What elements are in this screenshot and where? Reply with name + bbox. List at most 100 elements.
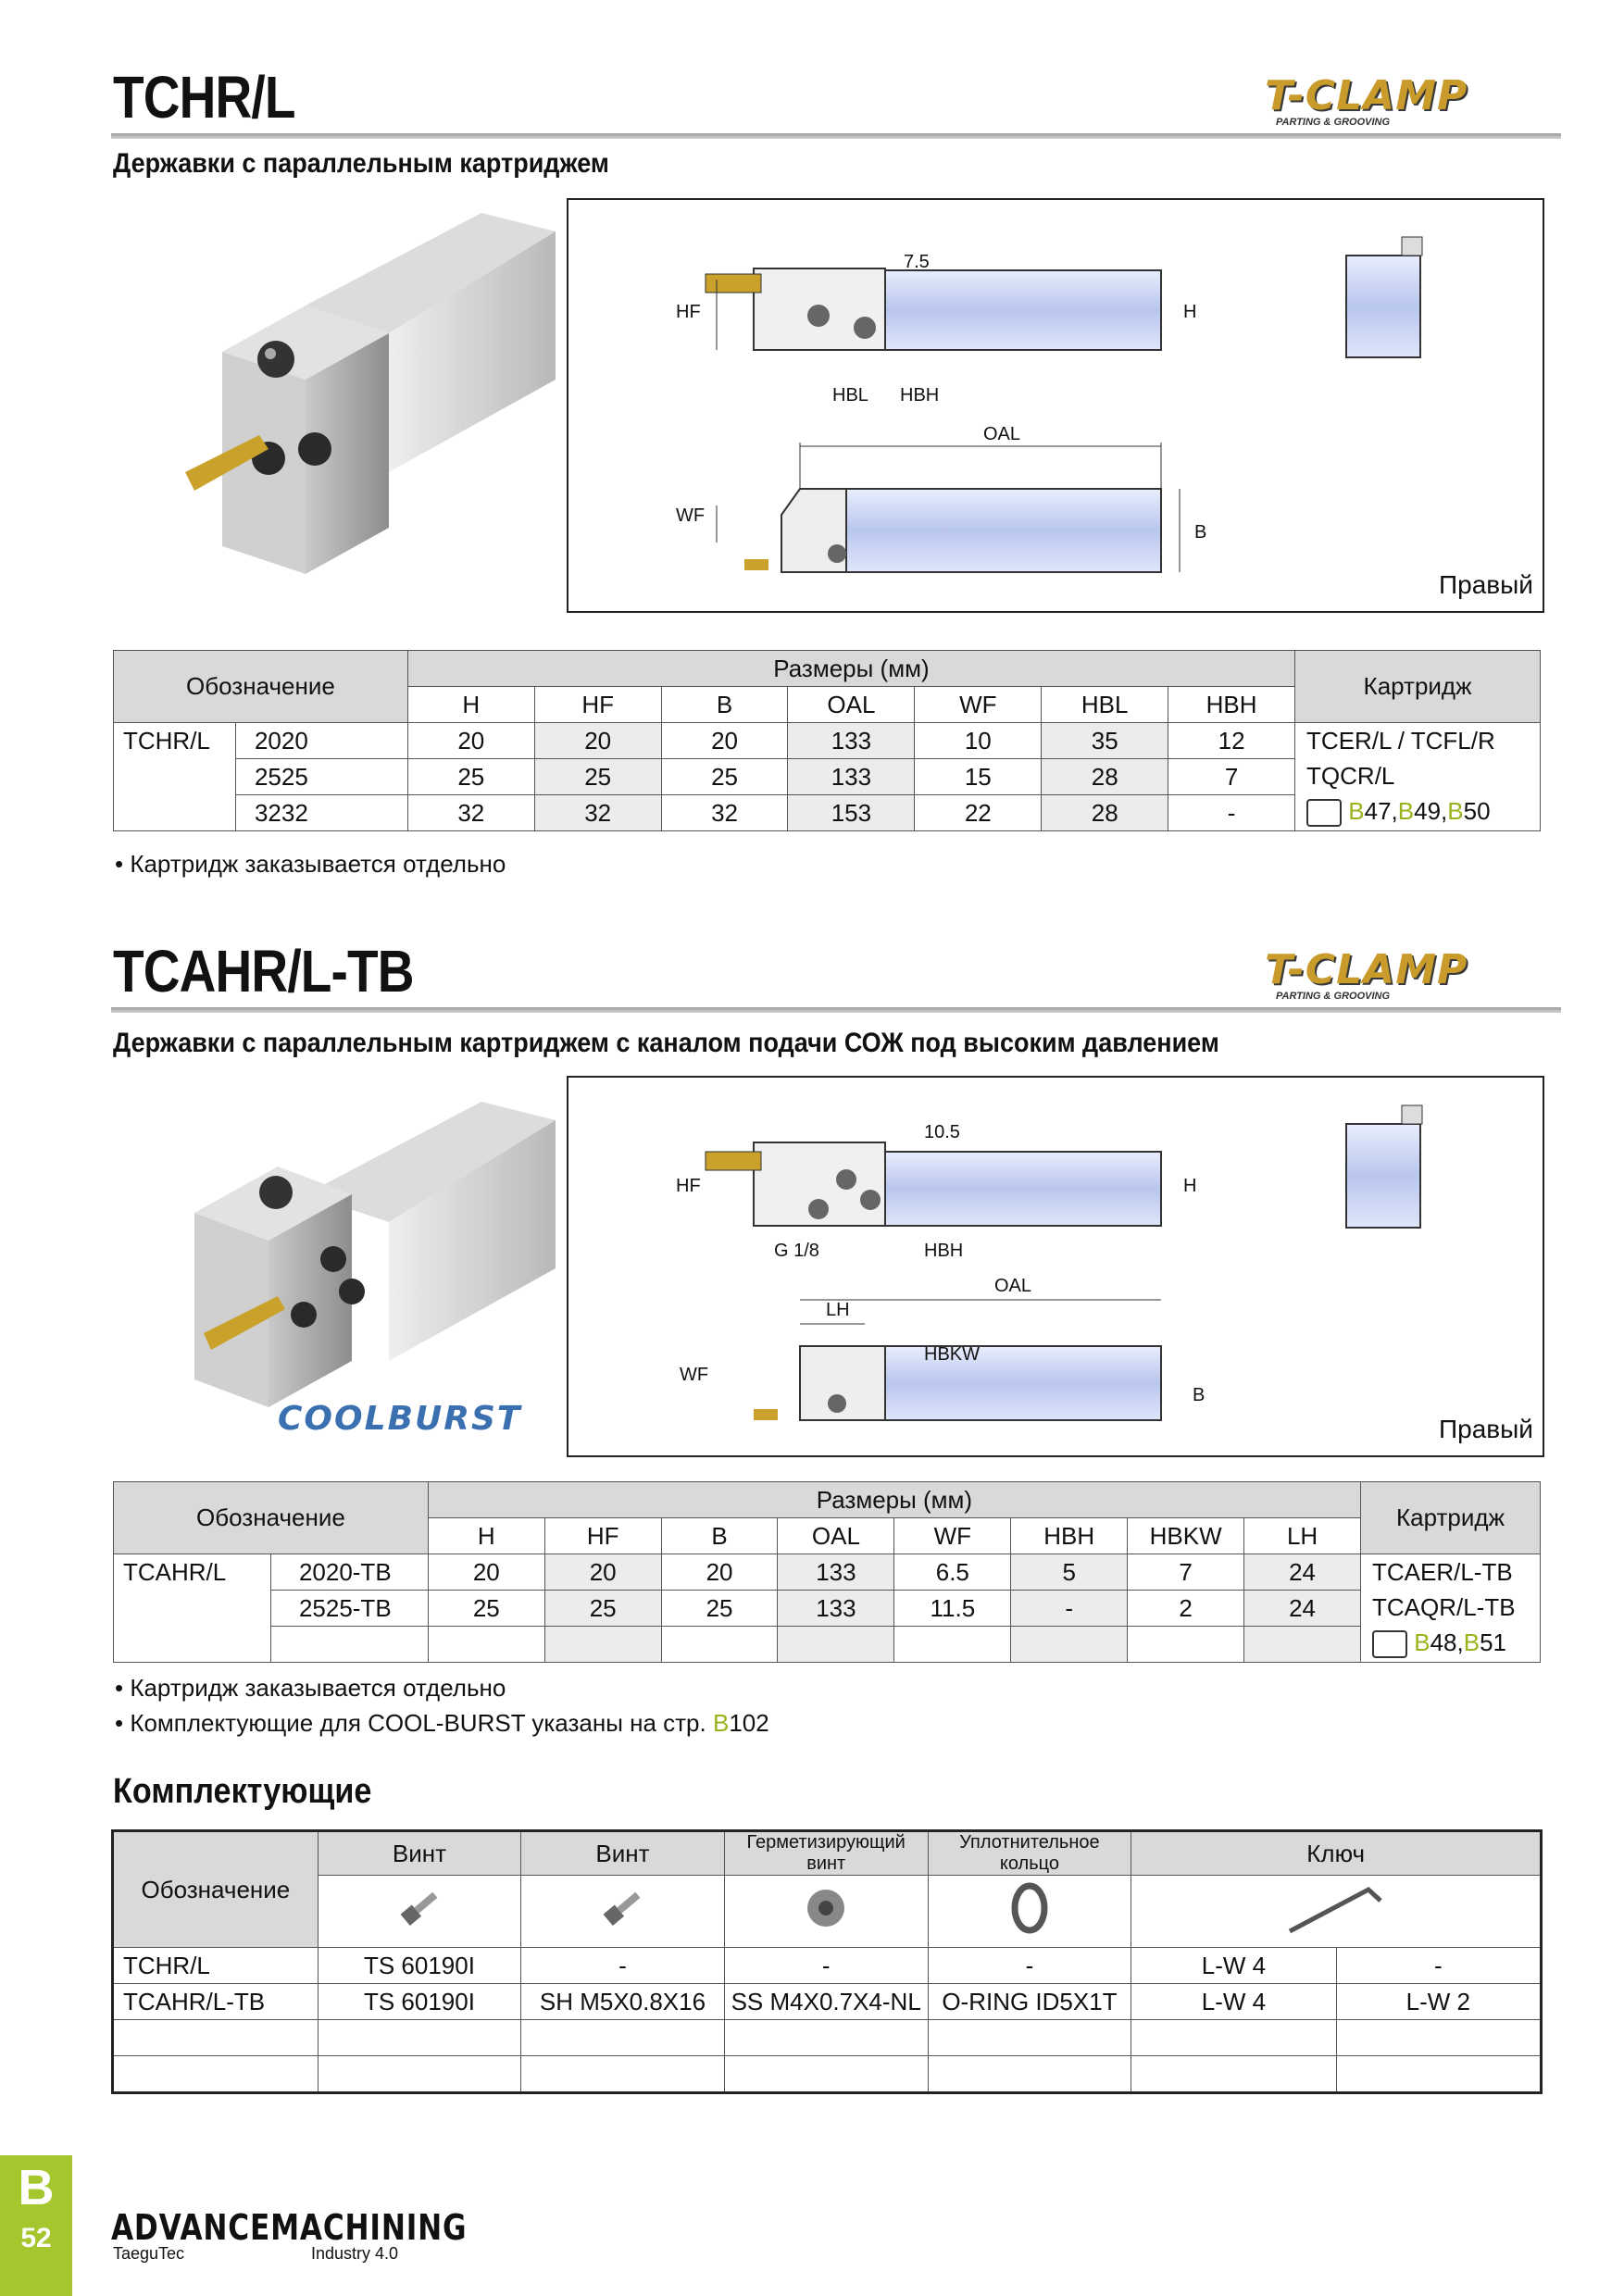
label-g18: G 1/8 <box>774 1241 819 1261</box>
th-col: HBH <box>1168 686 1296 723</box>
cell-empty <box>777 1626 895 1663</box>
technical-drawing-2: 10.5 HF H G 1/8 HBH OAL LH HBKW WF B Пра… <box>567 1076 1544 1457</box>
title-rule-1 <box>111 133 1561 139</box>
cell-empty <box>1127 1626 1245 1663</box>
table-row: 2525-TB 25 25 25 133 11.5 - 2 24 <box>113 1590 1541 1627</box>
ref-page[interactable]: 50 <box>1463 797 1491 825</box>
label-b: B <box>1194 522 1207 543</box>
cell-empty <box>893 1626 1012 1663</box>
label-hbh: HBH <box>900 385 940 406</box>
family-cell-empty <box>113 758 236 795</box>
technical-drawing-1: 7.5 HF H HBL HBH OAL WF B Правый <box>567 198 1544 613</box>
section2-title: TCAHR/L-TB <box>113 938 414 1004</box>
th-col: HBH <box>1010 1517 1129 1554</box>
label-wf: WF <box>680 1365 709 1385</box>
tclamp-logo-2: T-CLAMP PARTING & GROOVING <box>1265 946 1468 1002</box>
drawing-lines <box>705 1104 1423 1421</box>
cartridge-line: TCAER/L-TB <box>1372 1558 1513 1586</box>
cartridge-cell: TCER/L / TCFL/R TQCR/L B47,B49,B50 <box>1294 722 1541 831</box>
cell-empty <box>427 1626 545 1663</box>
ref-prefix: B <box>1348 797 1365 825</box>
cell: - <box>1335 1947 1543 1984</box>
cell: 133 <box>777 1554 895 1591</box>
th-col: B <box>660 1517 779 1554</box>
cartridge-line: TCER/L / TCFL/R <box>1306 727 1495 755</box>
cell: 25 <box>660 758 789 795</box>
label-hbh: HBH <box>924 1241 964 1261</box>
cell: 25 <box>406 758 535 795</box>
family-cell-empty <box>113 1590 271 1627</box>
section1-note: • Картридж заказывается отдельно <box>115 850 506 878</box>
cell: SS M4X0.7X4-NL <box>723 1983 929 2020</box>
cell: 32 <box>533 794 662 831</box>
cell-empty <box>269 1626 429 1663</box>
cell: 25 <box>427 1590 545 1627</box>
coolburst-logo: COOLBURST <box>278 1400 522 1438</box>
th-cartridge: Картридж <box>1294 650 1541 723</box>
th-col: B <box>660 686 789 723</box>
th-col: H <box>406 686 535 723</box>
th-col: HF <box>533 686 662 723</box>
cell: 15 <box>914 758 1043 795</box>
cell: - <box>520 1947 725 1984</box>
cell: 153 <box>787 794 916 831</box>
ref-prefix: B <box>1397 797 1415 825</box>
table-row: 3232 32 32 32 153 22 28 - <box>113 794 1541 831</box>
cell: 10 <box>914 722 1043 759</box>
th-designation: Обозначение <box>113 1481 429 1554</box>
ref-page[interactable]: 102 <box>729 1709 769 1737</box>
ref-page[interactable]: 49 <box>1414 797 1442 825</box>
cell: 5 <box>1010 1554 1129 1591</box>
th-col: H <box>427 1517 545 1554</box>
cell: TS 60190I <box>317 1947 522 1984</box>
brand-right: Industry 4.0 <box>311 2244 399 2263</box>
drawing-lines <box>705 236 1423 573</box>
spec-table-2: Обозначение Размеры (мм) Картридж H HF B… <box>113 1481 1541 1663</box>
cell: 133 <box>787 722 916 759</box>
hand-label: Правый <box>1439 570 1533 599</box>
ref-page[interactable]: 48 <box>1430 1628 1457 1656</box>
th-dimensions: Размеры (мм) <box>406 650 1296 687</box>
label-hf: HF <box>676 1176 701 1196</box>
tclamp-logo-text: T-CLAMP <box>1265 946 1468 993</box>
cell: SH M5X0.8X16 <box>520 1983 725 2020</box>
tclamp-logo-subtext: PARTING & GROOVING <box>1276 991 1391 1002</box>
table-row-empty <box>113 1626 1541 1663</box>
th-col: HBKW <box>1127 1517 1245 1554</box>
row-code: 2525-TB <box>269 1590 429 1627</box>
ref-prefix: B <box>1463 1628 1480 1656</box>
page-tab: B 52 <box>0 2155 72 2296</box>
table-row: TCHR/L TS 60190I - - - L-W 4 - <box>112 1947 1543 1984</box>
cell-empty <box>113 1626 271 1663</box>
cell: 11.5 <box>893 1590 1012 1627</box>
th-col: HF <box>543 1517 662 1554</box>
cell: L-W 4 <box>1131 1947 1337 1984</box>
tclamp-logo-subtext: PARTING & GROOVING <box>1276 117 1391 128</box>
cartridge-refs: B47,B49,B50 <box>1306 793 1540 829</box>
cell: 12 <box>1168 722 1296 759</box>
table-row: TCHR/L 2020 20 20 20 133 10 35 12 TCER/L… <box>113 722 1541 831</box>
brand-left: TaeguTec <box>113 2244 185 2263</box>
cell: 25 <box>543 1590 662 1627</box>
section1-subtitle: Державки с параллельным картриджем <box>113 148 609 179</box>
cell: 20 <box>533 722 662 759</box>
cell: O-RING ID5X1T <box>927 1983 1132 2020</box>
label-h: H <box>1183 1176 1197 1196</box>
cell: - <box>723 1947 929 1984</box>
table-row-empty <box>112 2019 1543 2056</box>
label-b: B <box>1193 1385 1206 1405</box>
cell: 24 <box>1243 1554 1361 1591</box>
accessories-table: Обозначение Винт Винт Герметизирующий ви… <box>111 1829 1543 2094</box>
cell: 25 <box>660 1590 779 1627</box>
cartridge-cell: TCAER/L-TB TCAQR/L-TB B48,B51 <box>1360 1554 1541 1663</box>
label-h: H <box>1183 302 1197 322</box>
screw-icon <box>520 1875 725 1948</box>
ref-page[interactable]: 47 <box>1364 797 1392 825</box>
th-o-ring: Уплотнительное кольцо <box>927 1830 1132 1876</box>
th-key: Ключ <box>1131 1830 1542 1876</box>
th-dimensions: Размеры (мм) <box>427 1481 1362 1518</box>
label-oal: OAL <box>983 424 1021 444</box>
accessories-title: Комплектующие <box>113 1772 372 1811</box>
ref-page[interactable]: 51 <box>1480 1628 1506 1656</box>
label-hbl: HBL <box>832 385 868 406</box>
